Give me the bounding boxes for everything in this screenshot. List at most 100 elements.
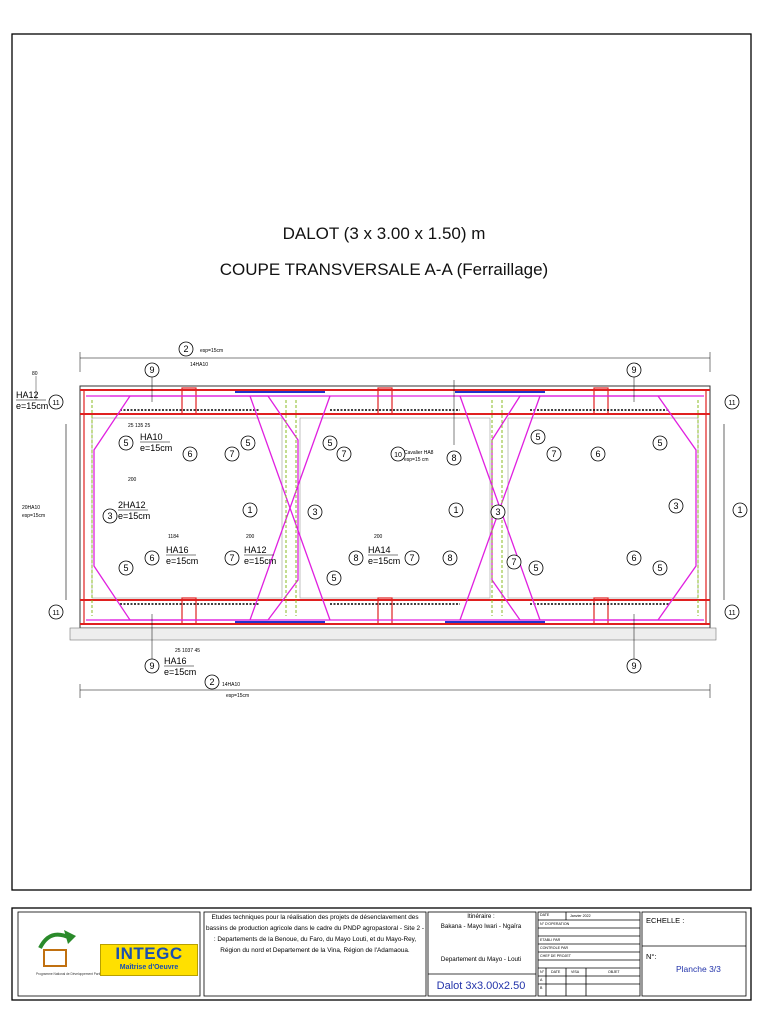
- rebar-marker-circle: [446, 450, 462, 466]
- integc-logo-sub: Maîtrise d'Oeuvre: [119, 964, 179, 971]
- rebar-marker-circle: [204, 674, 220, 690]
- rebar-marker-circle: [652, 435, 668, 451]
- field-rev-date: DATE: [551, 970, 561, 974]
- rebar-marker-label: 5: [657, 438, 662, 448]
- drawing-title: DALOT (3 x 3.00 x 1.50) m: [282, 224, 486, 243]
- rebar-marker-label: 11: [52, 400, 59, 407]
- rebar-marker-label: 3: [495, 507, 500, 517]
- dim-text: esp=15cm: [226, 693, 249, 699]
- rebar-marker-circle: [724, 394, 740, 410]
- dim-text: esp=15cm: [200, 348, 223, 354]
- title-block-frame: [11, 907, 752, 1001]
- rebar-marker-circle: [118, 435, 134, 451]
- bar-callout-label: HA16: [166, 545, 189, 555]
- rebar-marker-label: 7: [229, 553, 234, 563]
- field-date-value: Janvier 2022: [570, 914, 591, 918]
- rebar-marker-label: 2: [209, 677, 214, 687]
- field-chef: CHEF DE PROJET: [540, 954, 571, 958]
- rebar-marker-circle: [118, 560, 134, 576]
- rebar-marker-label: 5: [657, 563, 662, 573]
- rebar-marker-label: 9: [631, 661, 636, 671]
- rebar-marker-label: 5: [331, 573, 336, 583]
- rebar-marker-circle: [530, 429, 546, 445]
- rebar-marker-circle: [732, 502, 748, 518]
- dim-text: 14HA10: [222, 682, 240, 688]
- rebar-marker-circle: [336, 446, 352, 462]
- rebar-marker-label: 8: [447, 553, 452, 563]
- rebar-marker-circle: [144, 550, 160, 566]
- dim-text: 25 1037 45: [175, 648, 200, 654]
- drawing-frame: [11, 33, 752, 891]
- drawing-name: Dalot 3x3.00x2.50: [436, 980, 526, 992]
- sheet-number-label: N°:: [646, 952, 657, 961]
- integc-logo-name: INTEGC: [115, 944, 183, 963]
- department: Departement du Mayo - Louti: [440, 956, 522, 963]
- rebar-marker-label: 8: [353, 553, 358, 563]
- rebar-marker-circle: [626, 550, 642, 566]
- dim-text: 200: [374, 534, 383, 540]
- rebar-marker-label: 6: [187, 449, 192, 459]
- rebar-marker-circle: [242, 502, 258, 518]
- rebar-marker-circle: [182, 446, 198, 462]
- rebar-marker-label: 3: [312, 507, 317, 517]
- field-date: DATE: [540, 913, 550, 917]
- pndp-caption: Programme National de Développement Part…: [36, 972, 109, 976]
- bar-callout-spacing: e=15cm: [368, 556, 400, 566]
- field-operation: N° D'OPERATION: [540, 922, 570, 926]
- rebar-marker-label: 9: [631, 365, 636, 375]
- rebar-marker-label: 3: [107, 511, 112, 521]
- itinerary-value: Bakana - Mayo Iwari - Ngaïra: [440, 923, 522, 930]
- bar-callout-spacing: e=15cm: [118, 511, 150, 521]
- dim-text: 80: [32, 371, 38, 377]
- rebar-marker-label: 11: [728, 400, 735, 407]
- rebar-marker-label: 5: [535, 432, 540, 442]
- rebar-marker-circle: [668, 498, 684, 514]
- pndp-logo: Programme National de Développement Part…: [36, 930, 109, 976]
- bar-callouts: HA12e=15cmHA10e=15cm2HA12e=15cmHA16e=15c…: [16, 390, 400, 677]
- dim-text: Cavalier HA8: [404, 450, 434, 456]
- rebar-marker-circle: [144, 362, 160, 378]
- rebar-marker-label: 6: [149, 553, 154, 563]
- rebar-marker-circle: [590, 446, 606, 462]
- rebar-marker-circle: [626, 362, 642, 378]
- project-description: Etudes techniques pour la réalisation de…: [206, 914, 424, 954]
- field-rev-b: B: [540, 986, 543, 990]
- dim-text: 25 135 25: [128, 423, 150, 429]
- rebar-marker-circle: [442, 550, 458, 566]
- rebar-marker-circle: [724, 604, 740, 620]
- rebar-marker-label: 7: [551, 449, 556, 459]
- rebar-marker-label: 11: [52, 610, 59, 617]
- bar-callout-spacing: e=15cm: [164, 667, 196, 677]
- itinerary-label: Itinéraire :: [467, 913, 495, 920]
- field-rev-a: A: [540, 978, 543, 982]
- drawing-subtitle: COUPE TRANSVERSALE A-A (Ferraillage): [219, 260, 549, 279]
- dim-text: 1184: [168, 534, 179, 540]
- dim-text: 14HA10: [190, 362, 208, 368]
- integc-logo: INTEGC Maîtrise d'Oeuvre: [100, 944, 198, 976]
- rebar-marker-label: 5: [123, 438, 128, 448]
- rebar-marker-circle: [506, 554, 522, 570]
- bar-callout-label: 2HA12: [118, 500, 146, 510]
- rebar-marker-circle: [240, 435, 256, 451]
- rebar-marker-circle: [390, 446, 406, 462]
- rebar-marker-circle: [652, 560, 668, 576]
- bar-callout-label: HA10: [140, 432, 163, 442]
- rebar-marker-circle: [626, 658, 642, 674]
- rebar-marker-label: 7: [409, 553, 414, 563]
- rebar-marker-label: 1: [737, 505, 742, 515]
- bar-callout-spacing: e=15cm: [140, 443, 172, 453]
- dim-text: 200: [128, 477, 137, 483]
- rebar-marker-label: 10: [394, 452, 402, 459]
- rebar-marker-circle: [490, 504, 506, 520]
- rebar-marker-label: 1: [453, 505, 458, 515]
- bar-callout-label: HA12: [16, 390, 39, 400]
- rebar-marker-circle: [404, 550, 420, 566]
- rebar-marker-circle: [48, 604, 64, 620]
- rebar-marker-circle: [348, 550, 364, 566]
- bar-callout-label: HA16: [164, 656, 187, 666]
- rebar-marker-circle: [307, 504, 323, 520]
